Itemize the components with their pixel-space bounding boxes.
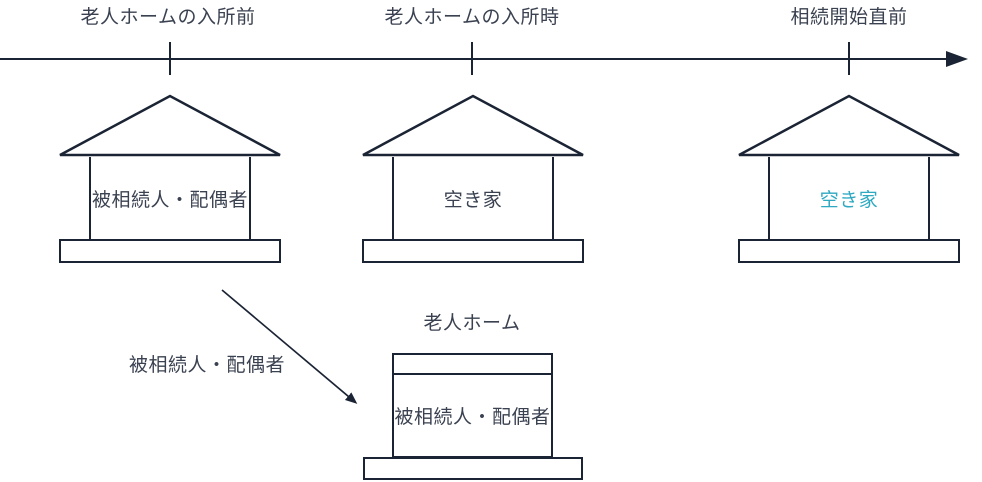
house-body-before-admission: 被相続人・配偶者: [89, 157, 251, 239]
nursing-home-building: 被相続人・配偶者: [392, 353, 553, 458]
timeline-label-at-admission: 老人ホームの入所時: [384, 7, 560, 28]
nursing-home-room: 被相続人・配偶者: [394, 375, 551, 456]
house-base: [59, 239, 281, 263]
timeline-tick-3: [848, 42, 850, 75]
house-body-at-admission: 空き家: [392, 157, 554, 239]
house-occupant-label-vacant: 空き家: [819, 189, 879, 211]
timeline-label-pre-inheritance: 相続開始直前: [790, 7, 908, 28]
nursing-home-roofband: [394, 355, 551, 375]
house-occupant-label: 空き家: [443, 189, 503, 211]
nursing-home-occupant-label: 被相続人・配偶者: [394, 407, 551, 428]
house-body-pre-inheritance: 空き家: [768, 157, 930, 239]
timeline-label-before-admission: 老人ホームの入所前: [80, 7, 256, 28]
nursing-home-title: 老人ホーム: [423, 313, 521, 334]
nursing-home-base: [363, 457, 583, 480]
relocation-label: 被相続人・配偶者: [128, 355, 286, 376]
house-roof: [738, 94, 960, 157]
timeline-tick-1: [169, 42, 171, 75]
timeline-arrowhead-icon: [946, 51, 968, 67]
house-base: [738, 239, 960, 263]
house-roof: [59, 94, 281, 157]
timeline-tick-2: [471, 42, 473, 75]
house-occupant-label: 被相続人・配偶者: [91, 189, 248, 211]
timeline-axis: [0, 58, 946, 60]
relocation-arrow-icon: [221, 289, 358, 404]
house-base: [362, 239, 584, 263]
house-roof: [362, 94, 584, 157]
